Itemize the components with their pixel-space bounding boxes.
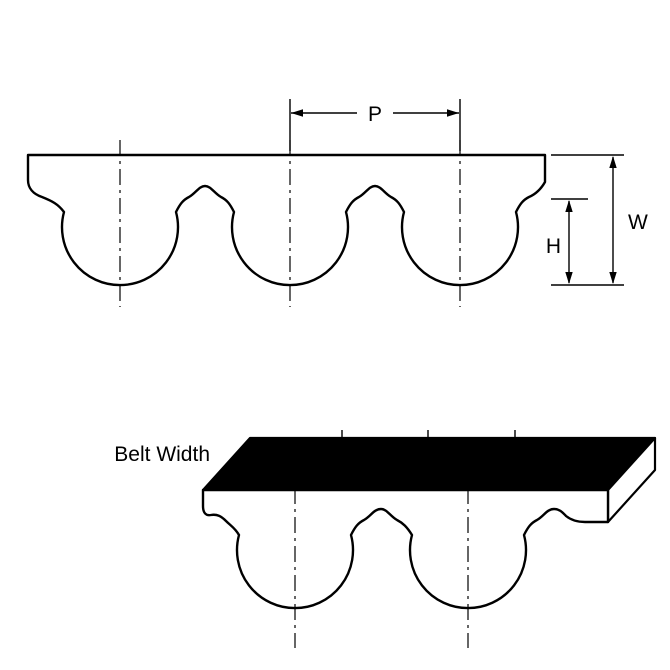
belt-top-face bbox=[201, 436, 657, 492]
arrowhead-upright-icon bbox=[240, 440, 251, 452]
perspective-view: Belt Width bbox=[114, 430, 657, 648]
height-dimension: H bbox=[546, 198, 588, 284]
arrowhead-right-icon bbox=[447, 109, 459, 117]
tooth-height-label: H bbox=[546, 235, 561, 258]
pitch-dimension: P bbox=[289, 99, 461, 151]
pitch-label: P bbox=[368, 103, 382, 126]
width-dimension: W bbox=[551, 154, 648, 286]
leader-line bbox=[216, 447, 246, 482]
belt-profile-outline bbox=[26, 153, 547, 287]
belt-front-profile bbox=[201, 488, 610, 610]
arrowhead-left-icon bbox=[291, 109, 303, 117]
arrowhead-up-icon bbox=[565, 200, 573, 212]
belt-width-label: Belt Width bbox=[114, 443, 210, 466]
arrowhead-down-icon bbox=[609, 272, 617, 284]
belt-width-annotation: Belt Width bbox=[114, 440, 251, 482]
arrowhead-up-icon bbox=[609, 156, 617, 168]
profile-view: P W H bbox=[26, 99, 648, 307]
belt-height-label: W bbox=[628, 211, 648, 234]
arrowhead-down-icon bbox=[565, 272, 573, 284]
